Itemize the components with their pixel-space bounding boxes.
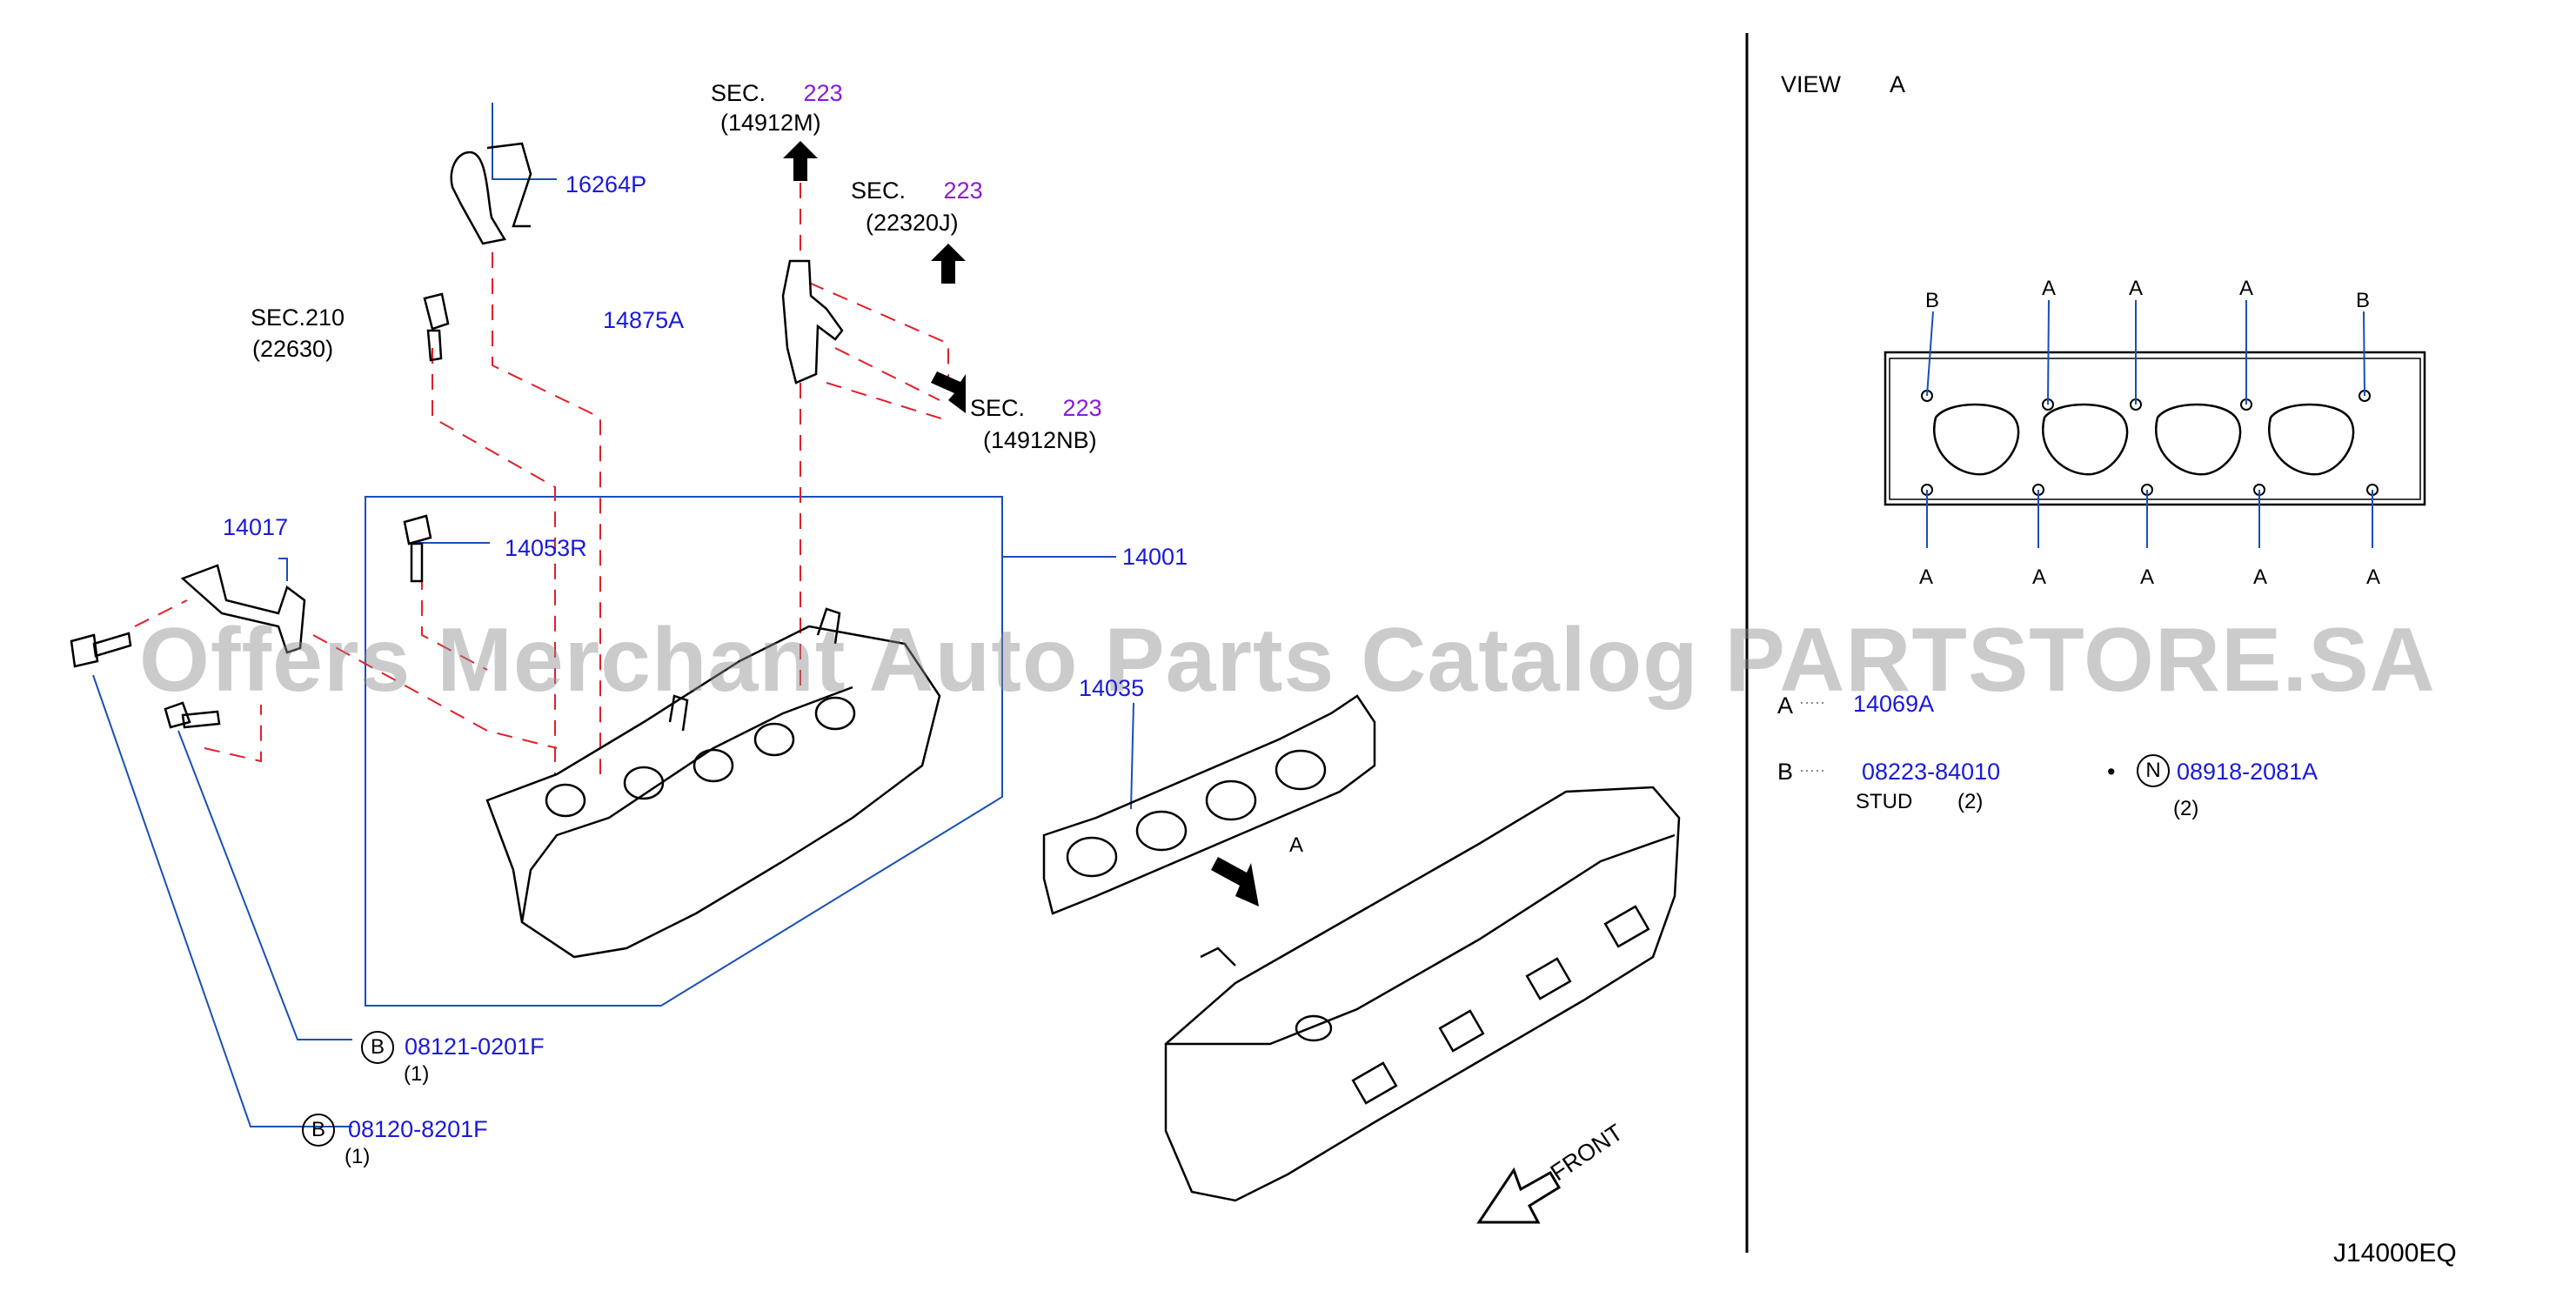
view-arrow-label: A [1289,833,1304,857]
injector-14875A [781,259,844,385]
legend-key-b: B [1777,759,1794,785]
view-title: VIEW [1781,71,1842,97]
sec-label: SEC. [970,395,1026,421]
legend-dots: ····· [1799,761,1825,779]
view-a-bottom-label: A [2140,565,2155,589]
part-14053R[interactable]: 14053R [505,535,587,561]
view-a-bottom-label: A [2366,565,2381,589]
sec-label: SEC. [851,177,907,204]
fastener-symbol-b: B [361,1031,394,1064]
sec-ref-22320J[interactable]: SEC. 223 [851,179,983,203]
sensor-22630 [423,292,450,362]
legend-qty: (2) [1957,790,1984,813]
fastener-qty: (1) [345,1145,371,1168]
sec-ref-210: SEC.210 [251,304,345,331]
front-arrow [1476,1167,1562,1224]
view-a-top-label: A [2129,277,2144,300]
fastener-symbol-b: B [302,1114,335,1147]
part-14001[interactable]: 14001 [1122,544,1188,570]
diagram-code: J14000EQ [2333,1239,2457,1268]
view-a-leaders [1926,299,2373,548]
sec-number[interactable]: 223 [1062,395,1102,421]
sec-number[interactable]: 223 [943,177,983,204]
view-a-bottom-label: A [1919,565,1934,589]
view-a-bottom-label: A [2032,565,2047,589]
sec-part-14912M: (14912M) [720,110,821,136]
legend-desc-stud: STUD [1856,790,1913,813]
view-letter: A [1890,71,1906,97]
view-a-bottom-label: A [2253,565,2268,589]
view-a-top-label: A [2239,277,2254,300]
intake-manifold [485,607,941,959]
view-a-top-label: A [2042,277,2057,300]
manifold-frame [365,496,1003,1007]
legend-bullet: • [2107,759,2116,785]
sec-part-22320J: (22320J) [866,210,959,236]
sec-ref-14912NB[interactable]: SEC. 223 [970,397,1102,420]
part-14017[interactable]: 14017 [223,514,289,540]
gasket-14035 [1042,694,1376,915]
bolt-08121 [164,701,221,729]
watermark: Offers Merchant Auto Parts Catalog PARTS… [139,610,2436,711]
sec-part-22630: (22630) [252,336,334,362]
legend-dots: ····· [1799,693,1825,711]
view-a-gasket [1883,351,2426,506]
fastener-qty: (1) [404,1062,430,1086]
part-14875A[interactable]: 14875A [603,307,685,333]
part-08223-84010[interactable]: 08223-84010 [1862,759,2001,785]
legend-key-a: A [1777,692,1794,719]
part-14035[interactable]: 14035 [1079,675,1145,701]
legend-qty: (2) [2173,797,2199,820]
bracket-16264P [450,142,532,245]
part-08918-2081A[interactable]: 08918-2081A [2177,759,2318,785]
legend-symbol-n: N [2137,754,2170,787]
part-08121-0201F[interactable]: 08121-0201F [405,1033,545,1060]
sec-ref-14912M[interactable]: SEC. 223 [711,82,843,105]
section-arrows [783,141,1259,906]
cylinder-head [1164,786,1681,1202]
part-08120-8201F[interactable]: 08120-8201F [348,1116,488,1142]
part-16264P[interactable]: 16264P [565,171,647,197]
sec-part-14912NB: (14912NB) [983,427,1097,453]
small-parts [70,142,844,729]
part-14069A[interactable]: 14069A [1853,691,1935,717]
sec-label: SEC. [711,80,766,106]
bolt-08120 [70,632,132,668]
view-a-top-label: B [2356,289,2371,312]
sec-number[interactable]: 223 [803,80,843,106]
bolt-14053R [403,514,432,583]
bracket-14017 [180,564,306,654]
view-a-top-label: B [1925,289,1940,312]
